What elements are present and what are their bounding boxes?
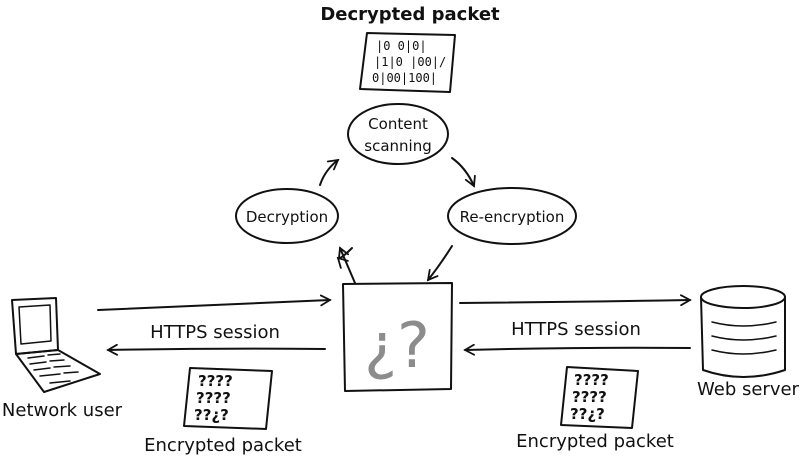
arrow-server-to-proxy <box>463 343 691 356</box>
encrypted-packet-right-label: Encrypted packet <box>516 431 674 452</box>
decryption-label: Decryption <box>246 208 328 226</box>
content-scanning-label-1: Content <box>368 115 428 133</box>
decrypted-packet-line-1: |0 0|0| <box>376 39 427 53</box>
encrypted-packet-left: ???? ???? ??¿? <box>183 367 273 430</box>
https-session-left-label: HTTPS session <box>150 322 280 343</box>
encrypted-right-line-1: ???? <box>574 371 609 389</box>
decrypted-packet-line-3: 0|00|100| <box>372 71 437 85</box>
encrypted-left-line-1: ???? <box>198 372 233 390</box>
encrypted-left-line-2: ???? <box>196 389 231 407</box>
packet-icon <box>183 367 273 430</box>
encrypted-left-line-3: ??¿? <box>194 406 229 424</box>
laptop-icon <box>11 297 101 393</box>
encrypted-right-line-2: ???? <box>572 388 607 406</box>
proxy-glyph: ¿? <box>364 309 430 382</box>
database-icon <box>700 285 786 378</box>
decrypted-packet-sheet <box>359 32 456 93</box>
decryption-node: Decryption <box>235 188 339 244</box>
arrow-reencryption-to-proxy <box>426 245 453 282</box>
packet-icon <box>560 366 639 429</box>
encrypted-right-line-3: ??¿? <box>570 405 605 423</box>
web-server-label: Web server <box>697 379 800 400</box>
content-scanning-node: Content scanning <box>347 103 449 165</box>
decrypted-packet: Decrypted packet |0 0|0| |1|0 |00|/ 0|00… <box>320 4 500 93</box>
arrow-proxy-to-user <box>106 343 326 356</box>
https-session-right-label: HTTPS session <box>511 319 641 340</box>
encrypted-packet-left-label: Encrypted packet <box>144 435 302 456</box>
network-user-label: Network user <box>2 400 123 421</box>
decrypted-packet-line-2: |1|0 |00|/ <box>374 55 446 69</box>
arrow-user-to-proxy <box>97 294 332 311</box>
re-encryption-node: Re-encryption <box>447 187 577 245</box>
proxy-box: ¿? <box>342 282 453 392</box>
encrypted-packet-right: ???? ???? ??¿? <box>560 366 639 429</box>
decrypted-packet-label: Decrypted packet <box>320 4 500 25</box>
arrow-scanning-to-reencryption <box>451 157 476 188</box>
content-scanning-label-2: scanning <box>364 137 431 155</box>
arrow-proxy-to-server <box>459 294 692 307</box>
re-encryption-label: Re-encryption <box>460 208 565 226</box>
arrow-proxy-to-decryption-line <box>338 246 356 284</box>
arrow-decryption-to-scanning <box>319 158 340 186</box>
